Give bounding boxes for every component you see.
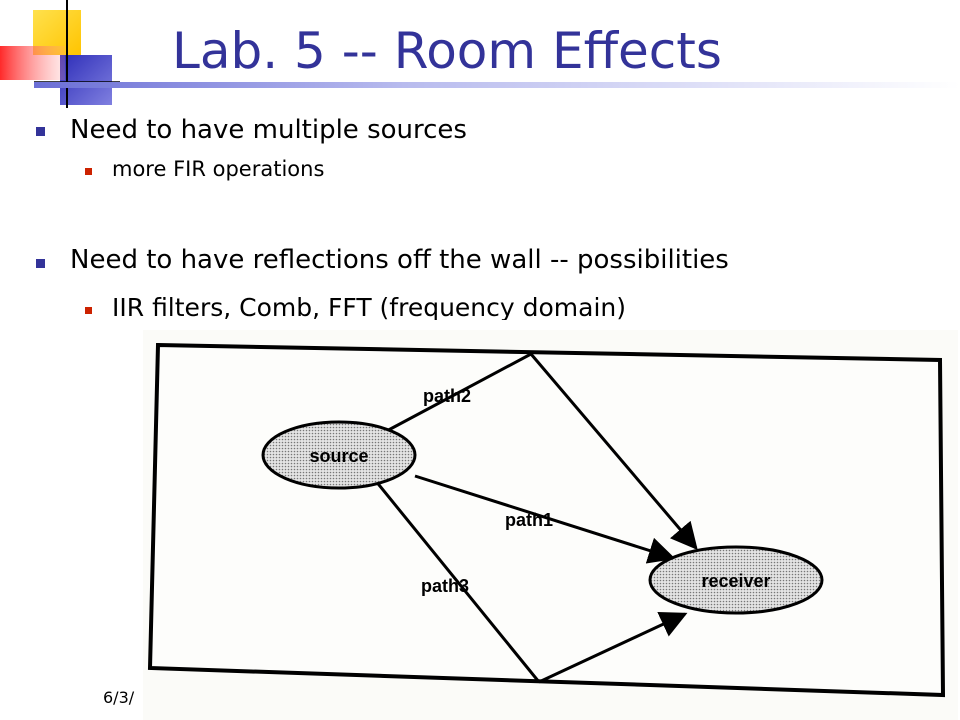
slide-footer-date: 6/3/ <box>103 688 135 707</box>
deco-red-bar <box>0 46 65 80</box>
path3-segment-b <box>538 612 688 684</box>
sub-bullet-marker <box>85 307 92 314</box>
source-label: source <box>309 446 368 466</box>
path2-segment-a <box>380 352 532 436</box>
receiver-node <box>648 545 824 615</box>
slide-title: Lab. 5 -- Room Effects <box>172 22 722 80</box>
source-node <box>261 420 417 490</box>
path3-segment-a <box>373 479 541 683</box>
path3-label: path3 <box>421 576 469 596</box>
corner-decoration <box>0 0 120 108</box>
path1-line <box>414 474 676 564</box>
sub-bullet-marker <box>85 168 92 175</box>
bullet-1-sub-1: more FIR operations <box>112 157 325 181</box>
deco-blue-square <box>60 55 112 105</box>
path2-label: path2 <box>423 386 471 406</box>
bullet-2-text: Need to have reflections off the wall --… <box>70 245 729 275</box>
room-effects-diagram: source receiver path2 path1 path3 <box>143 330 958 720</box>
path1-label: path1 <box>505 510 553 530</box>
bullet-2-sub-clip: IIR filters, Comb, FFT (frequency domain… <box>0 290 960 320</box>
bullet-1-text: Need to have multiple sources <box>70 115 467 145</box>
path2-segment-b <box>529 353 698 551</box>
receiver-label: receiver <box>701 571 770 591</box>
bullet-2-sub-1: IIR filters, Comb, FFT (frequency domain… <box>112 293 627 320</box>
title-underline <box>34 82 960 88</box>
bullet-marker <box>36 127 45 136</box>
bullet-marker <box>36 259 45 268</box>
